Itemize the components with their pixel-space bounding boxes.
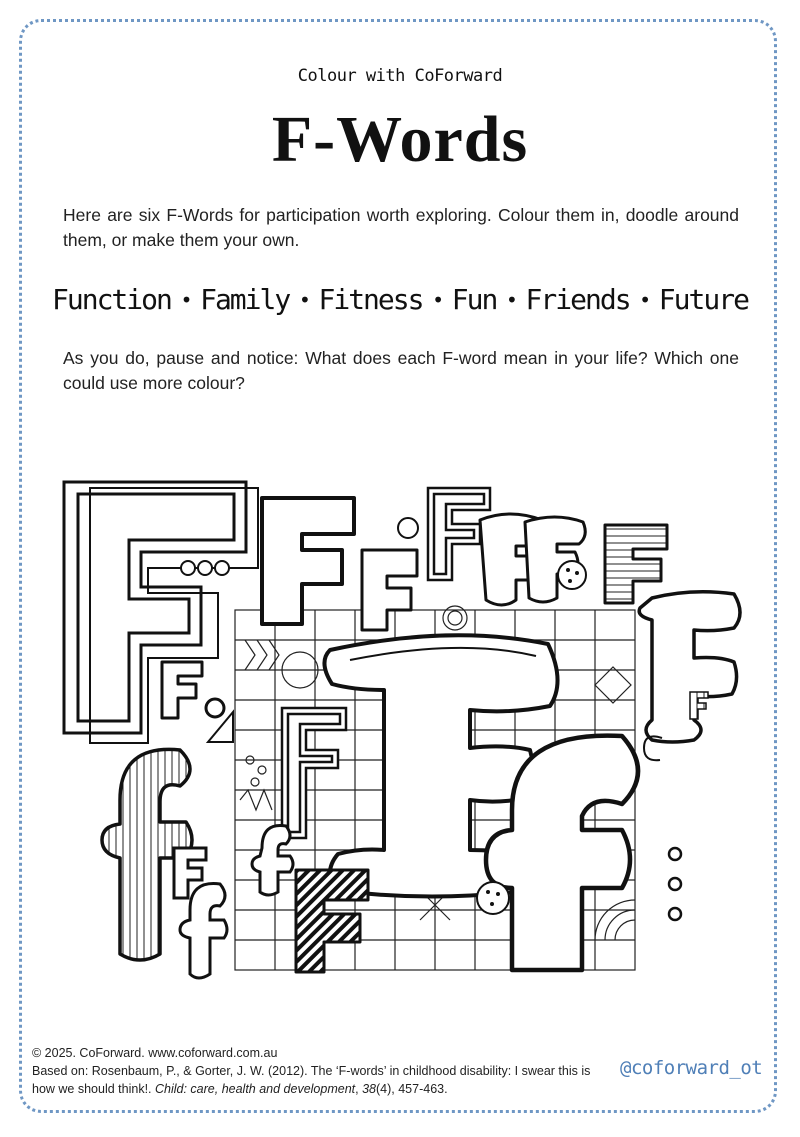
tiny-striped-f [689, 691, 709, 720]
large-outline-f-left [62, 480, 259, 744]
bubble-f-top-2 [523, 515, 587, 604]
social-handle[interactable]: @coforward_ot [620, 1057, 763, 1079]
page-border [19, 19, 777, 1113]
fword-fitness: Fitness [318, 283, 424, 316]
fwords-colouring-illustration: F [62, 480, 742, 980]
intro-text: Here are six F-Words for participation w… [63, 205, 739, 250]
reference-journal: Child: care, health and development [155, 1082, 356, 1096]
fword-separator: • [432, 287, 444, 312]
dots-in-f [180, 560, 230, 576]
fword-separator: • [639, 287, 651, 312]
reference-volume: 38 [362, 1082, 376, 1096]
fword-separator: • [180, 287, 192, 312]
big-lowercase-f-right [483, 733, 641, 973]
lowercase-f-bottom-left [178, 882, 229, 980]
bold-f-top [260, 496, 356, 626]
copyright-text: © 2025. CoForward. www.coforward.com.au [32, 1046, 278, 1060]
button-doodle-bottom [476, 881, 510, 915]
striped-lowercase-f [100, 747, 194, 962]
fword-friends: Friends [525, 283, 632, 316]
small-f-dot [160, 660, 204, 720]
fwords-list: Function • Family • Fitness • Fun • Frie… [52, 283, 750, 316]
reference-text: Based on: Rosenbaum, P., & Gorter, J. W.… [32, 1064, 591, 1096]
fword-fun: Fun [451, 283, 499, 316]
circle-dots-right [667, 846, 683, 922]
small-f-top [360, 548, 419, 632]
lowercase-f-small [250, 823, 295, 897]
footer-citation: © 2025. CoForward. www.coforward.com.au … [32, 1044, 602, 1098]
button-doodle [557, 560, 587, 590]
bubble-f-right [637, 590, 742, 744]
fword-function: Function [52, 283, 173, 316]
fword-future: Future [658, 283, 750, 316]
letter-f-glyph: F [200, 939, 201, 941]
hatched-f-bottom [294, 868, 370, 974]
fword-separator: • [298, 287, 311, 312]
small-f-bottom-left [172, 846, 208, 900]
outline-f-mid [280, 706, 348, 840]
striped-f-right [603, 523, 669, 605]
page-title: F-Words [271, 103, 529, 176]
page-subtitle: Colour with CoForward [297, 66, 503, 86]
fword-family: Family [200, 283, 291, 316]
reflection-text: As you do, pause and notice: What does e… [63, 348, 739, 393]
fword-separator: • [505, 287, 518, 312]
